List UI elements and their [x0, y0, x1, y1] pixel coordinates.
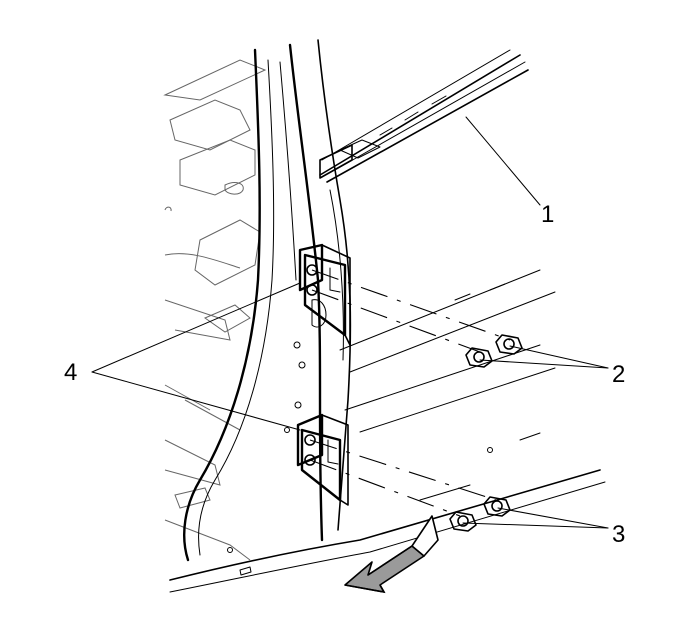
direction-arrow-icon: [344, 515, 439, 594]
lower-hinge: [296, 413, 349, 506]
callout-3: 3: [612, 521, 625, 548]
roof-rail-panel: [319, 49, 529, 183]
rocker-sill: [169, 269, 606, 593]
callout-2: 2: [612, 361, 625, 388]
background-body-structure: [163, 59, 267, 561]
lower-hinge-bolts: [309, 439, 511, 532]
callout-4: 4: [64, 359, 77, 386]
callout-1: 1: [541, 201, 554, 228]
upper-hinge: [298, 243, 351, 346]
leader-lines: [91, 116, 609, 529]
upper-hinge-bolts: [311, 269, 523, 368]
